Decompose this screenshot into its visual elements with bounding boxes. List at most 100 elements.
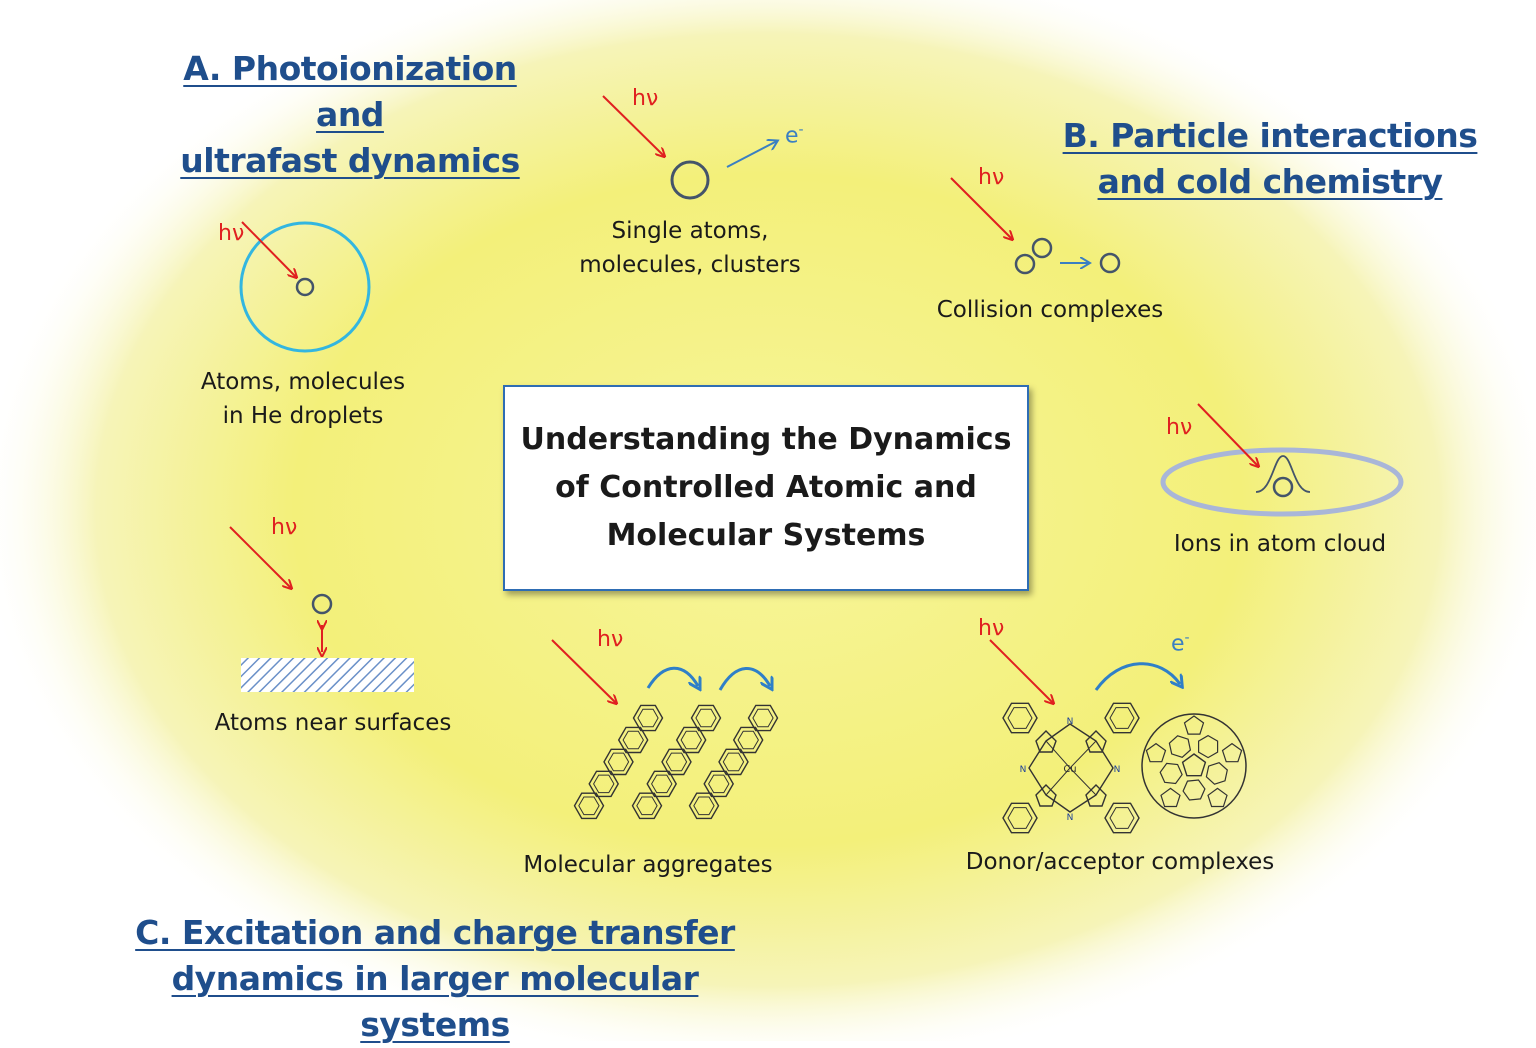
- phthalocyanine-benzo-ring: [1002, 702, 1038, 734]
- central-title-line-3: Molecular Systems: [606, 518, 926, 553]
- benzene-inner-ring: [578, 796, 600, 816]
- central-title-line-1: Understanding the Dynamics: [520, 422, 1012, 457]
- photon-arrow-surface: [229, 526, 291, 588]
- fullerene-hexagon: [1159, 762, 1183, 785]
- benzene-inner-ring: [637, 708, 659, 728]
- electron-letter: e: [1171, 631, 1185, 657]
- benzene-ring: [661, 748, 692, 776]
- pentacene-stack: [573, 704, 779, 820]
- phthalocyanine-benzo-inner: [1007, 807, 1033, 829]
- label-surfaces: Atoms near surfaces: [214, 710, 452, 736]
- phthalocyanine-benzo-inner: [1109, 707, 1135, 729]
- section-b-heading: B. Particle interactions and cold chemis…: [1060, 113, 1480, 205]
- label-ions-cloud: Ions in atom cloud: [1173, 531, 1387, 557]
- benzene-inner-ring: [593, 774, 615, 794]
- section-a-line-2: ultrafast dynamics: [180, 141, 520, 180]
- fullerene-pentagon: [1183, 715, 1205, 735]
- pyrrole-ring: [1085, 784, 1107, 807]
- pyrrole-ring: [1085, 730, 1107, 753]
- benzene-inner-ring: [722, 752, 745, 772]
- atom-cloud: [1160, 447, 1404, 517]
- nitrogen-atom-label: N: [1020, 765, 1027, 775]
- section-c-heading: C. Excitation and charge transfer dynami…: [100, 910, 770, 1048]
- section-a-line-1: A. Photoionization and: [183, 49, 517, 134]
- central-title: Understanding the Dynamics of Controlled…: [521, 416, 1012, 560]
- benzene-inner-ring: [680, 730, 702, 750]
- electron-charge: -: [798, 122, 804, 138]
- nitrogen-atom-label: N: [1067, 813, 1074, 823]
- benzene-inner-ring: [622, 730, 644, 750]
- electron-letter: e: [785, 123, 799, 149]
- pyrrole-ring: [1035, 730, 1057, 753]
- benzene-ring: [732, 726, 764, 754]
- transfer-arrow-1: [646, 666, 698, 688]
- electron-charge: -: [1184, 630, 1190, 646]
- collision-product: [1099, 252, 1121, 274]
- benzene-inner-ring: [651, 774, 673, 794]
- label-single-atoms: Single atoms, molecules, clusters: [560, 214, 820, 282]
- label-he-droplets-line-1: Atoms, molecules: [200, 369, 406, 395]
- section-c-line-1: C. Excitation and charge transfer: [135, 913, 735, 952]
- central-title-box: Understanding the Dynamics of Controlled…: [503, 385, 1029, 591]
- label-aggregates: Molecular aggregates: [523, 852, 773, 878]
- label-single-atoms-line-1: Single atoms,: [611, 218, 769, 244]
- photon-symbol-surface: hν: [271, 515, 298, 540]
- collision-atom-1: [1014, 253, 1036, 275]
- photon-symbol-droplet: hν: [218, 221, 245, 246]
- benzene-ring: [646, 770, 678, 798]
- phthalocyanine-benzo-ring: [1002, 802, 1038, 834]
- fullerene-hexagon: [1182, 779, 1206, 801]
- benzene-inner-ring: [693, 796, 715, 816]
- benzene-ring: [718, 748, 749, 776]
- benzene-inner-ring: [708, 774, 730, 794]
- benzene-ring: [603, 748, 634, 776]
- photon-arrow-aggregates: [551, 639, 616, 703]
- benzene-ring: [617, 726, 649, 754]
- phthalocyanine-benzo-inner: [1007, 707, 1033, 729]
- metal-bond: [1045, 767, 1071, 796]
- transfer-arrow-2: [718, 667, 770, 690]
- copper-atom-label: Cu: [1063, 764, 1076, 775]
- phthalocyanine-benzo-ring: [1104, 702, 1140, 734]
- benzene-ring: [588, 770, 620, 798]
- photon-arrow-ion: [1197, 403, 1258, 466]
- trap-potential: [1255, 455, 1311, 493]
- fullerene-pentagon: [1181, 753, 1207, 777]
- section-a-heading: A. Photoionization and ultrafast dynamic…: [150, 46, 550, 184]
- benzene-ring: [632, 704, 664, 732]
- section-b-line-1: B. Particle interactions: [1062, 116, 1478, 155]
- fullerene-outline: [1141, 713, 1247, 819]
- benzene-ring: [747, 704, 779, 732]
- section-b-line-2: and cold chemistry: [1097, 162, 1443, 201]
- fullerene-pentagon: [1145, 742, 1167, 763]
- macrocycle-ring: [1028, 723, 1114, 813]
- trapped-ion: [1272, 476, 1294, 498]
- photon-symbol-collision: hν: [978, 165, 1005, 190]
- electron-symbol-single: e-: [785, 122, 804, 148]
- benzene-ring: [631, 792, 663, 820]
- phthalocyanine-benzo-inner: [1109, 807, 1135, 829]
- label-he-droplets-line-2: in He droplets: [222, 403, 384, 429]
- benzene-inner-ring: [752, 708, 774, 728]
- metal-bond: [1069, 767, 1097, 796]
- fullerene-c60: [1141, 713, 1247, 819]
- photon-symbol-donor: hν: [978, 616, 1005, 641]
- benzene-inner-ring: [695, 708, 717, 728]
- label-single-atoms-line-2: molecules, clusters: [579, 252, 801, 278]
- photon-arrow-collision: [950, 177, 1012, 239]
- photon-arrow-single: [602, 95, 664, 156]
- label-donor-acceptor: Donor/acceptor complexes: [965, 849, 1275, 875]
- fullerene-hexagon: [1205, 762, 1228, 785]
- fullerene-pentagon: [1160, 787, 1181, 808]
- metal-bond: [1069, 740, 1097, 769]
- surface: [241, 658, 414, 692]
- fullerene-pentagon: [1207, 787, 1228, 808]
- metal-bond: [1045, 740, 1071, 769]
- label-collision: Collision complexes: [936, 297, 1164, 323]
- fullerene-pentagon: [1221, 742, 1243, 763]
- benzene-ring: [690, 704, 722, 732]
- phthalocyanine-benzo-ring: [1104, 802, 1140, 834]
- electron-symbol-donor: e-: [1171, 630, 1190, 656]
- nitrogen-atom-label: N: [1114, 765, 1121, 775]
